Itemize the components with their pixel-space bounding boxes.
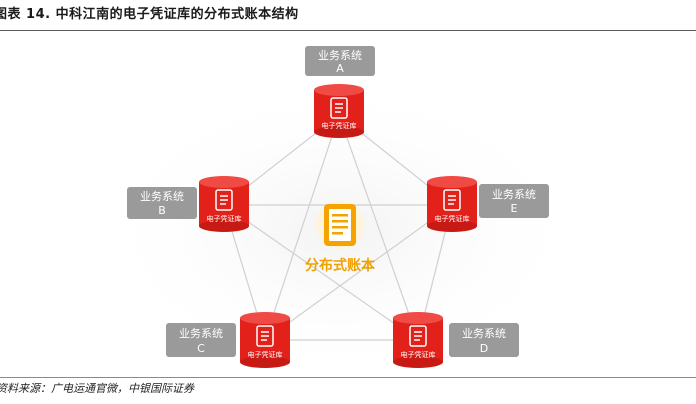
edge-b-d xyxy=(223,204,419,341)
system-label-c: 业务系统 xyxy=(179,327,223,340)
database-cylinder-b: 电子凭证库 xyxy=(199,176,249,232)
db-label-a: 电子凭证库 xyxy=(322,121,357,130)
edge-a-c xyxy=(264,114,340,341)
document-icon xyxy=(256,325,274,347)
db-label-c: 电子凭证库 xyxy=(248,350,283,359)
database-cylinder-e: 电子凭证库 xyxy=(427,176,477,232)
node-e: 业务系统 E 电子凭证库 xyxy=(427,176,549,232)
document-icon xyxy=(409,325,427,347)
database-cylinder-c: 电子凭证库 xyxy=(240,312,290,368)
system-label-d: 业务系统 xyxy=(462,327,506,340)
system-box-c xyxy=(166,323,236,357)
document-icon xyxy=(215,189,233,211)
system-letter-c: C xyxy=(197,342,205,355)
source-note: 资料来源：广电运通官微，中银国际证券 xyxy=(0,382,194,395)
system-box-a xyxy=(305,46,375,76)
node-d: 业务系统 D 电子凭证库 xyxy=(393,312,519,368)
database-cylinder-d: 电子凭证库 xyxy=(393,312,443,368)
figure-title: 图表 14. 中科江南的电子凭证库的分布式账本结构 xyxy=(0,7,299,22)
system-label-a: 业务系统 xyxy=(318,49,362,62)
system-label-b: 业务系统 xyxy=(140,190,184,203)
system-box-e xyxy=(479,184,549,218)
document-icon xyxy=(443,189,461,211)
db-label-b: 电子凭证库 xyxy=(207,214,242,223)
node-c: 业务系统 C 电子凭证库 xyxy=(166,312,290,368)
bottom-divider xyxy=(0,377,696,378)
ledger-document-icon xyxy=(324,204,356,246)
system-letter-b: B xyxy=(158,204,166,217)
node-a: 业务系统 A 电子凭证库 xyxy=(305,46,375,138)
system-label-e: 业务系统 xyxy=(492,188,536,201)
system-letter-a: A xyxy=(336,62,344,75)
system-letter-e: E xyxy=(511,202,518,215)
system-letter-d: D xyxy=(480,342,488,355)
center-ledger: 分布式账本 xyxy=(305,201,376,274)
system-box-b xyxy=(127,187,197,219)
document-icon xyxy=(330,97,348,119)
edge-e-c xyxy=(264,204,453,341)
node-b: 业务系统 B 电子凭证库 xyxy=(127,176,249,232)
edge-a-d xyxy=(338,114,419,341)
db-label-d: 电子凭证库 xyxy=(401,350,436,359)
top-divider xyxy=(0,30,696,31)
system-box-d xyxy=(449,323,519,357)
db-label-e: 电子凭证库 xyxy=(435,214,470,223)
database-cylinder-a: 电子凭证库 xyxy=(314,84,364,138)
center-label: 分布式账本 xyxy=(305,257,376,274)
